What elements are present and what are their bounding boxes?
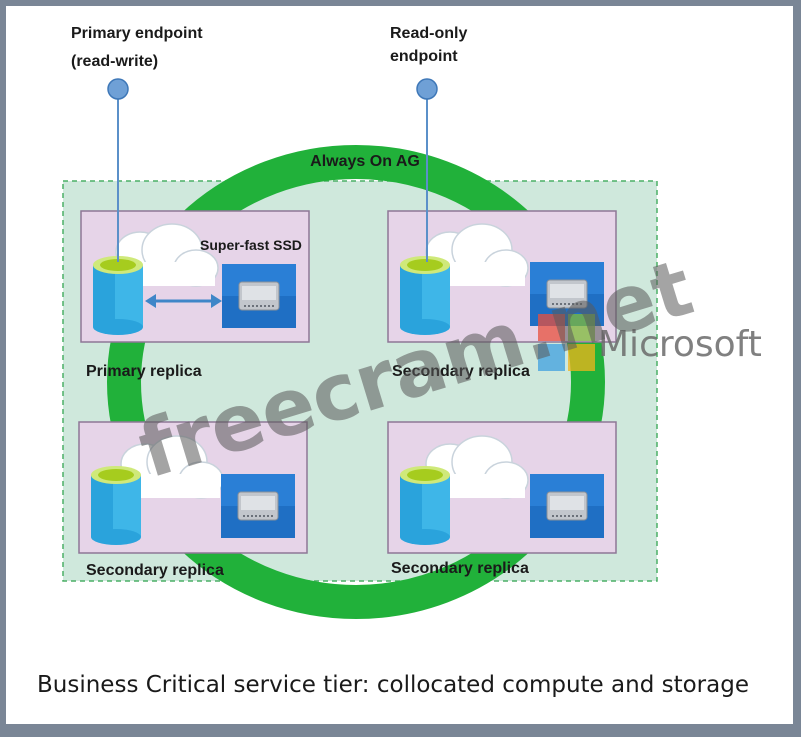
replica-label-bottom-right: Secondary replica [391, 560, 529, 577]
primary-endpoint-label-line2: (read-write) [71, 53, 158, 70]
replica-label-bottom-left: Secondary replica [86, 562, 224, 579]
database-icon [400, 466, 450, 545]
microsoft-logo-icon [538, 314, 595, 371]
primary-endpoint-dot [107, 78, 129, 100]
readonly-endpoint-label-line2: endpoint [390, 48, 458, 65]
ssd-icon [529, 473, 605, 539]
readonly-endpoint-label-line1: Read-only [390, 25, 467, 42]
database-icon [91, 466, 141, 545]
ssd-icon [220, 473, 296, 539]
ssd-icon [221, 263, 297, 329]
architecture-diagram: Always On AG Super-fast SSD Primary repl… [62, 25, 762, 619]
diagram-frame: Always On AG Super-fast SSD Primary repl… [6, 6, 793, 724]
ssd-label: Super-fast SSD [200, 237, 302, 253]
readonly-endpoint-dot [416, 78, 438, 100]
database-icon [93, 256, 143, 335]
replica-label-primary: Primary replica [86, 363, 202, 380]
double-arrow [145, 294, 222, 308]
always-on-ring [107, 145, 605, 619]
primary-endpoint-label-line1: Primary endpoint [71, 25, 203, 42]
diagram-caption: Business Critical service tier: collocat… [37, 672, 749, 698]
ring-label: Always On AG [310, 153, 420, 170]
microsoft-watermark: Microsoft [598, 324, 762, 365]
replica-label-top-right: Secondary replica [392, 363, 530, 380]
